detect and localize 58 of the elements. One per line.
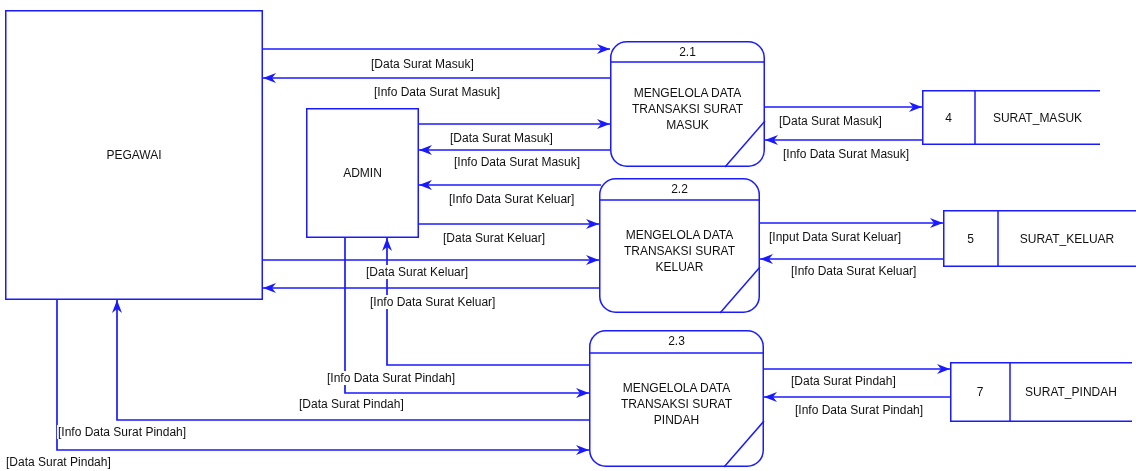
edge-label: [Info Data Surat Pindah]	[326, 371, 457, 385]
data-flow-arrow	[418, 145, 611, 155]
edge-label: [Info Data Surat Keluar]	[369, 295, 497, 309]
edge-label: [Data Surat Masuk]	[449, 131, 554, 145]
entity-name: ADMIN	[342, 165, 383, 182]
process-number: 2.3	[667, 333, 686, 350]
external-entity-box	[306, 108, 419, 238]
data-flow-arrow	[56, 299, 590, 455]
data-flow-arrow	[764, 102, 923, 112]
process-box	[589, 330, 764, 467]
data-flow-arrow	[418, 119, 611, 129]
data-flow-arrow	[344, 237, 590, 398]
data-flow-arrow	[759, 218, 944, 228]
data-flow-arrow	[382, 237, 590, 366]
edge-label: [Data Surat Pindah]	[790, 374, 897, 388]
process-name: MENGELOLA DATA TRANSAKSI SURAT KELUAR	[622, 226, 737, 276]
edge-label: [Info Data Surat Keluar]	[448, 192, 576, 206]
edge-label: [Data Surat Pindah]	[5, 455, 112, 469]
edge-label: [Info Data Surat Masuk]	[782, 147, 911, 161]
edge-label: [Input Data Surat Keluar]	[768, 230, 903, 244]
data-store	[950, 362, 1132, 422]
data-flow-arrow	[764, 135, 923, 145]
process-name: MENGELOLA DATA TRANSAKSI SURAT MASUK	[630, 84, 745, 134]
data-flow-arrow	[262, 255, 600, 265]
data-flow-arrow	[418, 180, 602, 190]
process-box	[599, 178, 760, 313]
entity-name: PEGAWAI	[105, 147, 163, 164]
data-flow-arrow	[418, 219, 600, 229]
process-name: MENGELOLA DATA TRANSAKSI SURAT PINDAH	[619, 380, 734, 429]
data-flow-arrow	[763, 364, 951, 374]
store-name: SURAT_PINDAH	[1024, 384, 1118, 401]
data-flow-arrow	[112, 299, 590, 421]
external-entity-box	[5, 10, 263, 300]
edge-label: [Info Data Surat Masuk]	[373, 85, 502, 99]
store-id: 4	[944, 109, 953, 126]
edge-label: [Data Surat Keluar]	[365, 265, 470, 279]
edge-label: [Data Surat Pindah]	[298, 397, 405, 411]
data-flow-arrow	[262, 73, 611, 83]
store-name: SURAT_KELUAR	[1018, 230, 1116, 247]
edge-label: [Data Surat Keluar]	[442, 231, 547, 245]
store-id: 5	[966, 230, 975, 247]
process-number: 2.2	[670, 181, 689, 198]
data-store	[943, 210, 1136, 267]
edge-label: [Data Surat Masuk]	[778, 114, 883, 128]
data-flow-arrow	[262, 283, 600, 293]
data-flow-arrow	[262, 44, 611, 54]
edge-label: [Info Data Surat Pindah]	[57, 425, 188, 439]
edge-label: [Data Surat Masuk]	[370, 57, 475, 71]
edge-label: [Info Data Surat Masuk]	[453, 155, 582, 169]
process-box	[610, 41, 765, 167]
edge-label: [Info Data Surat Keluar]	[790, 264, 918, 278]
data-flow-arrow	[759, 254, 944, 264]
store-name: SURAT_MASUK	[991, 109, 1084, 126]
process-number: 2.1	[678, 44, 697, 61]
data-store	[922, 90, 1100, 145]
data-flow-arrow	[763, 392, 951, 402]
edge-label: [Info Data Surat Pindah]	[794, 403, 925, 417]
store-id: 7	[975, 384, 985, 401]
